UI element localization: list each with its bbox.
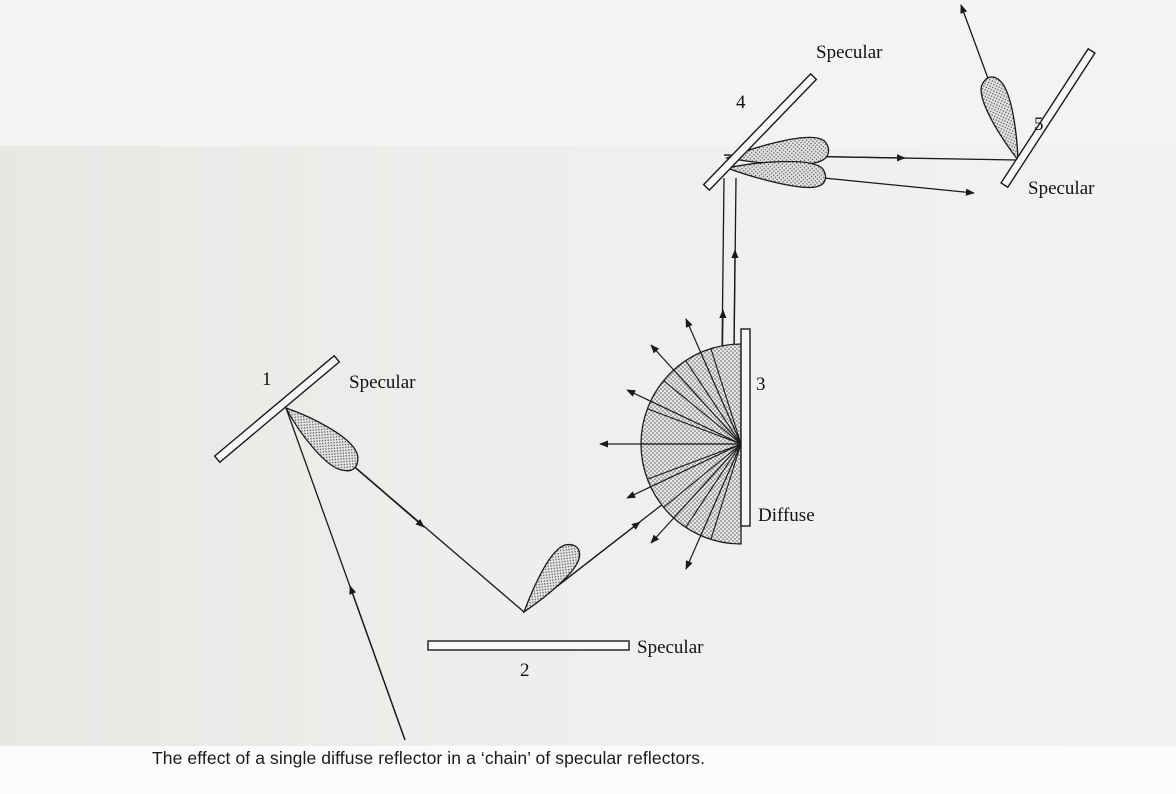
mirror-4-label: Specular: [816, 42, 883, 63]
figure-caption: The effect of a single diffuse reflector…: [152, 748, 706, 768]
mirror-3: [740, 328, 751, 527]
incoming-ray-arrow: [349, 585, 406, 741]
mirror-2-label: Specular: [637, 637, 704, 658]
specular-lobe-5: [980, 76, 1019, 163]
diffuse-ray: [685, 443, 742, 570]
mirror-4: [702, 72, 818, 192]
specular-lobe-1: [284, 406, 359, 472]
mirror-1: [213, 354, 341, 464]
mirror-3-label: Diffuse: [758, 505, 815, 526]
mirror-3-number: 3: [756, 374, 766, 395]
diffuse-ray: [650, 443, 742, 544]
mirror-5-number: 5: [1034, 114, 1044, 135]
mirror-2-number: 2: [520, 660, 530, 681]
caption-band: [0, 746, 1176, 794]
mirror-5-label: Specular: [1028, 178, 1095, 199]
mirror-5: [1000, 47, 1096, 189]
mirror-4-number: 4: [736, 92, 746, 113]
diffuse-ray: [650, 344, 742, 445]
diffuse-ray: [626, 389, 742, 445]
diffuse-ray: [685, 318, 742, 445]
mirror-1-label: Specular: [349, 372, 416, 393]
mirror-2: [427, 640, 630, 651]
mirror-1-number: 1: [262, 369, 272, 390]
specular-lobe-4b: [724, 160, 827, 189]
diffuse-ray: [626, 443, 742, 499]
specular-lobe-2: [522, 543, 581, 614]
